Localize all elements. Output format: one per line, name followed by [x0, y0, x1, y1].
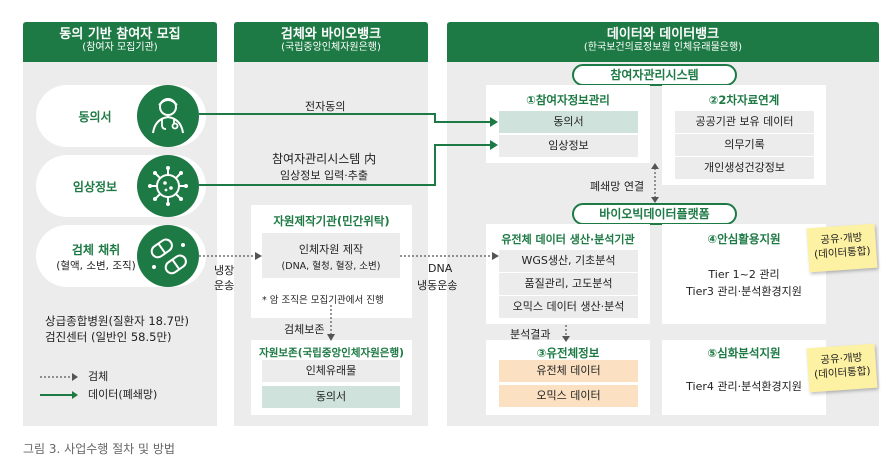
- safe-use-panel: [662, 224, 826, 324]
- cold-transport-label-2: 운송: [214, 279, 235, 292]
- storage-item-consent: 동의서: [262, 386, 400, 408]
- safe-use-title: ④안심활용지원: [707, 232, 781, 246]
- storage-title: 자원보존(국립중앙인체자원은행): [259, 347, 404, 359]
- closed-network-label: 폐쇄망 연결: [590, 180, 645, 193]
- production-title: 자원제작기관(민간위탁): [273, 214, 390, 228]
- system-in-label-1: 참여자관리시스템 内: [272, 152, 377, 166]
- databank-subtitle: (한국보건의료정보원 인체유래물은행): [583, 42, 743, 53]
- legend-specimen-arrow: [40, 373, 78, 381]
- stats-line-2: 검진센터 (일반인 58.5만): [45, 330, 172, 344]
- secondary-item-2: 의무기록: [675, 134, 814, 156]
- genome-org-item-1: WGS생산, 기초분석: [499, 250, 638, 272]
- secondary-item-1: 공공기관 보유 데이터: [675, 111, 814, 133]
- specimen-store-label: 검체보존: [284, 323, 325, 336]
- dna-transport-label-1: DNA: [428, 262, 453, 275]
- specimen-sublabel: (혈액, 소변, 조직): [56, 260, 136, 272]
- participants-column: [23, 22, 217, 426]
- consent-label: 동의서: [78, 110, 112, 124]
- participant-info-title: ①참여자정보관리: [526, 93, 610, 107]
- analysis-result-label: 분석결과: [510, 328, 551, 341]
- participant-info-clinical: 임상정보: [499, 135, 638, 157]
- participant-system-banner: 참여자관리시스템: [572, 64, 737, 86]
- platform-banner: 바이오빅데이터플랫폼: [572, 203, 737, 225]
- system-in-label-2: 임상정보 입력·추출: [280, 169, 368, 182]
- legend-specimen-label: 검체: [88, 370, 109, 383]
- genome-info-item-1: 유전체 데이터: [499, 360, 638, 382]
- stats-line-1: 상급종합병원(질환자 18.7만): [45, 314, 190, 328]
- genome-info-title: ③유전체정보: [536, 346, 600, 360]
- secondary-title: ②2차자료연계: [708, 93, 780, 107]
- production-item-line-2: (DNA, 혈청, 혈장, 소변): [281, 261, 381, 272]
- sticky-note-2: 공유·개방 (데이터통합): [806, 343, 878, 393]
- biobank-title: 검체와 바이오뱅크: [280, 27, 382, 42]
- participants-title: 동의 기반 참여자 모집: [59, 27, 181, 42]
- deep-analysis-panel: [662, 340, 826, 415]
- databank-header: 데이터와 데이터뱅크 (한국보건의료정보원 인체유래물은행): [447, 22, 879, 62]
- deep-analysis-title: ⑤심화분석지원: [707, 346, 781, 360]
- deep-analysis-line-1: Tier4 관리·분석환경지원: [686, 380, 802, 393]
- genome-info-item-2: 오믹스 데이터: [499, 385, 638, 407]
- safe-use-line-1: Tier 1~2 관리: [708, 268, 780, 281]
- e-consent-label: 전자동의: [305, 100, 346, 113]
- virus-icon: [137, 155, 199, 217]
- production-note: * 암 조직은 모집기관에서 진행: [262, 295, 384, 306]
- participants-subtitle: (참여자 모집기관): [82, 42, 158, 53]
- participants-header: 동의 기반 참여자 모집 (참여자 모집기관): [23, 22, 217, 62]
- genome-org-item-2: 품질관리, 고도분석: [499, 273, 638, 295]
- clinical-label: 임상정보: [72, 180, 118, 194]
- specimen-label: 검체 채취: [71, 243, 121, 257]
- secondary-item-3: 개인생성건강정보: [675, 157, 814, 179]
- legend-data-label: 데이터(폐쇄망): [88, 388, 158, 401]
- capsule-icon: [137, 225, 199, 287]
- dna-transport-label-2: 냉동운송: [417, 279, 458, 292]
- production-item-line-1: 인체자원 제작: [298, 243, 364, 256]
- cold-transport-label-1: 냉장: [214, 264, 235, 277]
- databank-title: 데이터와 데이터뱅크: [606, 27, 720, 42]
- figure-caption: 그림 3. 사업수행 절차 및 방법: [23, 442, 175, 456]
- genome-org-item-3: 오믹스 데이터 생산·분석: [499, 296, 638, 318]
- genome-org-title: 유전체 데이터 생산·분석기관: [501, 233, 635, 246]
- biobank-subtitle: (국립중앙인체자원은행): [281, 42, 381, 53]
- safe-use-line-2: Tier3 관리·분석환경지원: [686, 285, 802, 298]
- storage-item-specimen: 인체유래물: [262, 360, 400, 382]
- sticky-note-1: 공유·개방 (데이터통합): [806, 223, 878, 273]
- doctor-icon: [137, 85, 199, 147]
- participant-info-consent: 동의서: [499, 111, 638, 133]
- production-item: [262, 233, 400, 278]
- biobank-header: 검체와 바이오뱅크 (국립중앙인체자원은행): [234, 22, 428, 62]
- legend-data-arrow: [40, 391, 78, 399]
